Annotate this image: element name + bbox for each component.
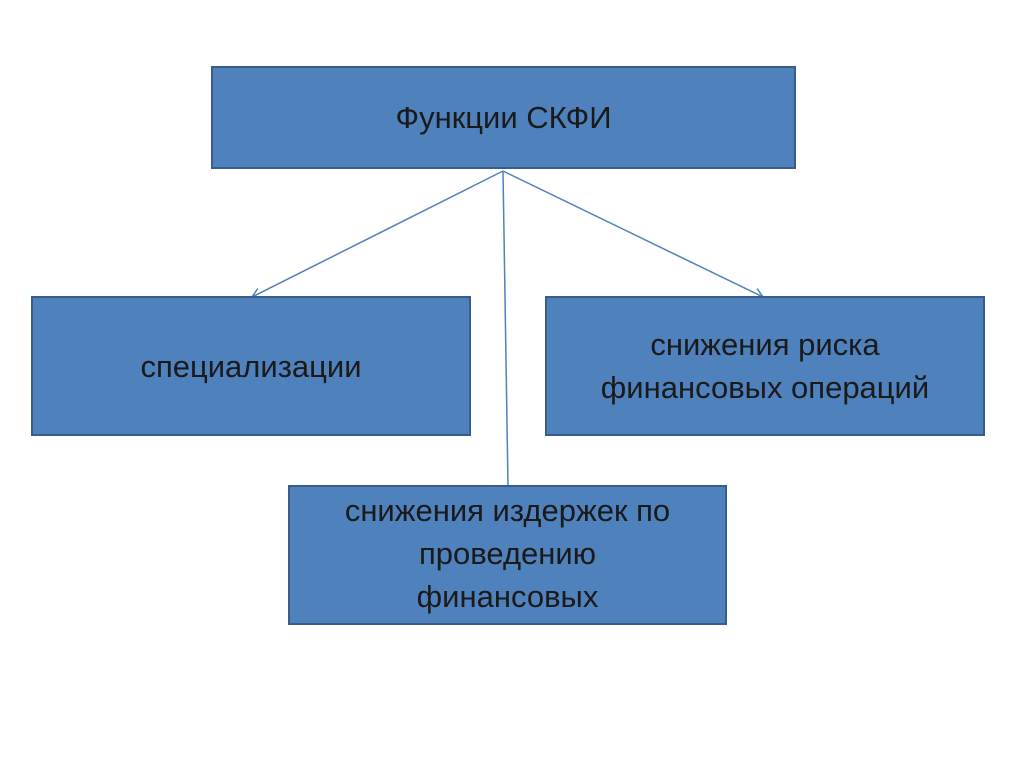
node-risk-reduction-line-1: снижения риска [650,327,880,362]
node-cost-reduction: снижения издержек по проведению финансов… [288,485,727,625]
root-node-label: Функции СКФИ [395,100,612,135]
node-risk-reduction-line-2: финансовых операций [600,370,930,405]
root-node: Функции СКФИ [211,66,796,169]
node-cost-reduction-line-1: снижения издержек по [344,493,671,528]
node-cost-reduction-line-2: проведению [419,536,596,571]
connector-root-to-bottom [502,170,509,487]
node-specialization-line-1: специализации [140,348,362,384]
node-risk-reduction: снижения риска финансовых операций [545,296,985,436]
connector-root-to-right [502,170,765,299]
connector-root-to-left [250,170,504,299]
node-specialization: специализации [31,296,471,436]
node-cost-reduction-line-3: финансовых [416,579,599,614]
